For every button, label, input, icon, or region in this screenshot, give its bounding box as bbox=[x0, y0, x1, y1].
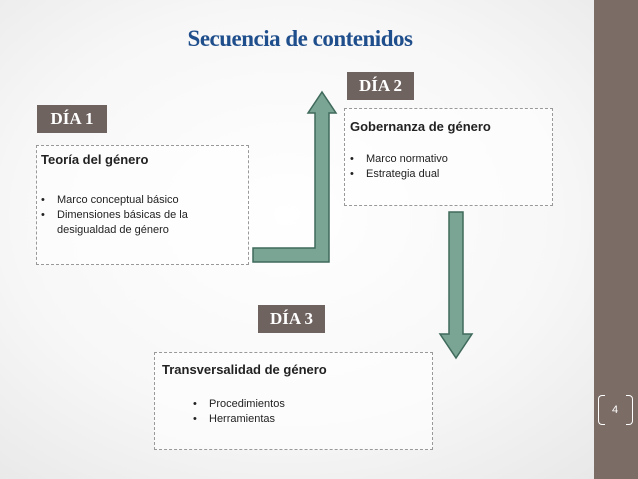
day-2-box: Gobernanza de género Marco normativo Est… bbox=[344, 108, 553, 206]
day-1-item-1: Marco conceptual básico bbox=[37, 193, 237, 208]
day-2-list: Marco normativo Estrategia dual bbox=[346, 152, 546, 182]
slide-title: Secuencia de contenidos bbox=[187, 26, 413, 51]
page-number-bracket-left bbox=[598, 395, 605, 425]
page-number-bracket-right bbox=[626, 395, 633, 425]
day-2-item-2: Estrategia dual bbox=[346, 167, 546, 182]
day-1-box: Teoría del género Marco conceptual básic… bbox=[36, 145, 249, 265]
day-2-item-1: Marco normativo bbox=[346, 152, 546, 167]
elbow-arrow-up-icon bbox=[252, 90, 338, 263]
day-3-box: Transversalidad de género Procedimientos… bbox=[154, 352, 433, 450]
day-3-item-1: Procedimientos bbox=[189, 397, 389, 412]
day-1-list: Marco conceptual básico Dimensiones bási… bbox=[37, 193, 237, 238]
sidebar-bar bbox=[594, 0, 638, 479]
day-3-list: Procedimientos Herramientas bbox=[189, 397, 389, 427]
day-3-badge: DÍA 3 bbox=[258, 305, 325, 333]
day-1-badge: DÍA 1 bbox=[37, 105, 107, 133]
day-3-item-2: Herramientas bbox=[189, 412, 389, 427]
day-1-heading: Teoría del género bbox=[41, 152, 149, 167]
day-2-badge: DÍA 2 bbox=[347, 72, 414, 100]
day-2-heading: Gobernanza de género bbox=[350, 119, 491, 134]
day-1-item-2: Dimensiones básicas de la desigualdad de… bbox=[37, 208, 237, 238]
arrow-down-icon bbox=[438, 211, 474, 360]
page-number: 4 bbox=[611, 404, 619, 416]
day-3-heading: Transversalidad de género bbox=[162, 362, 327, 377]
